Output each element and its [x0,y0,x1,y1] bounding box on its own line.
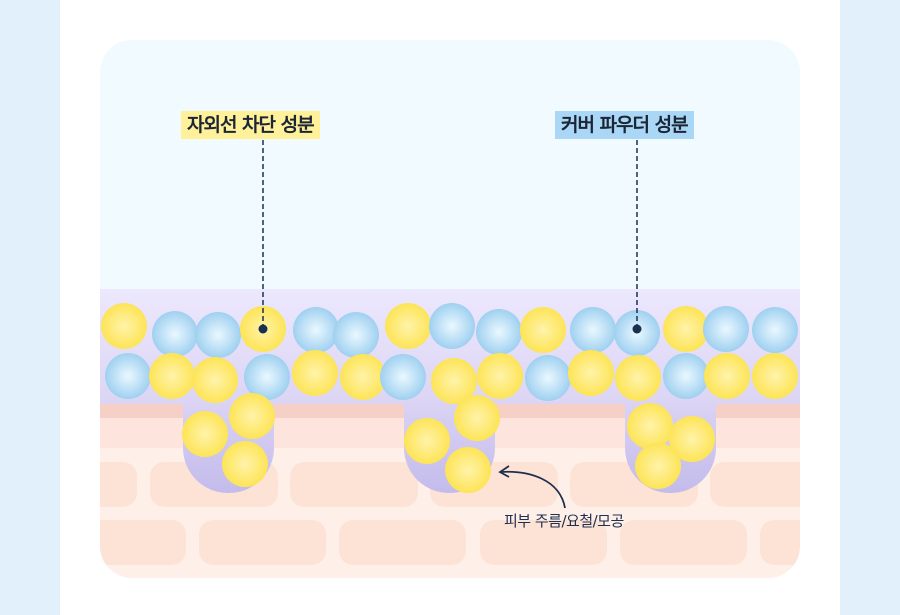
uv-block-particle [520,307,566,353]
cover-powder-particle [429,303,475,349]
uv-block-particle [292,350,338,396]
uv-block-particle [615,355,661,401]
cover-powder-particle [105,353,151,399]
uv-block-particle [192,357,238,403]
uv-block-particle [445,447,491,493]
skin-cell [760,520,800,565]
cover-powder-particle [663,353,709,399]
uv-block-particle [627,403,673,449]
uv-block-particle [182,411,228,457]
skin-cell [620,520,747,565]
arrow-icon [499,470,566,509]
cover-powder-label: 커버 파우더 성분 [555,111,694,139]
uv-block-particle [635,443,681,489]
cover-powder-particle [152,311,198,357]
skin-cell [100,462,137,507]
arrow-head-icon [498,465,510,478]
uv-block-label: 자외선 차단 성분 [181,111,320,139]
powder-pointer-dot [632,324,642,334]
uv-block-particle [340,354,386,400]
uv-block-particle [229,393,275,439]
cover-powder-particle [476,309,522,355]
cover-powder-particle [570,307,616,353]
cover-powder-particle [525,355,571,401]
cover-powder-particle [752,307,798,353]
uv-block-particle [222,441,268,487]
cover-powder-particle [333,312,379,358]
skin-note-label: 피부 주름/요철/모공 [504,512,624,530]
skin-cell [290,462,418,507]
skin-cell [339,520,466,565]
uv-block-particle [752,353,798,399]
uv-pointer-dot [258,324,268,334]
cover-powder-particle [195,312,241,358]
uv-block-particle [101,303,147,349]
uv-block-particle [704,353,750,399]
skin-cell [199,520,326,565]
uv-block-particle [404,418,450,464]
cover-powder-particle [244,354,290,400]
uv-block-particle [477,353,523,399]
uv-block-particle [663,306,709,352]
uv-block-particle [568,350,614,396]
skin-cell [100,520,186,565]
uv-block-particle [385,303,431,349]
uv-block-particle [431,358,477,404]
cover-powder-particle [703,306,749,352]
uv-block-particle [669,416,715,462]
skin-cell [710,462,800,507]
uv-block-particle [149,353,195,399]
particles [101,303,798,493]
cover-powder-particle [380,354,426,400]
cover-powder-particle [293,307,339,353]
skin-cell [480,520,607,565]
uv-block-particle [454,395,500,441]
